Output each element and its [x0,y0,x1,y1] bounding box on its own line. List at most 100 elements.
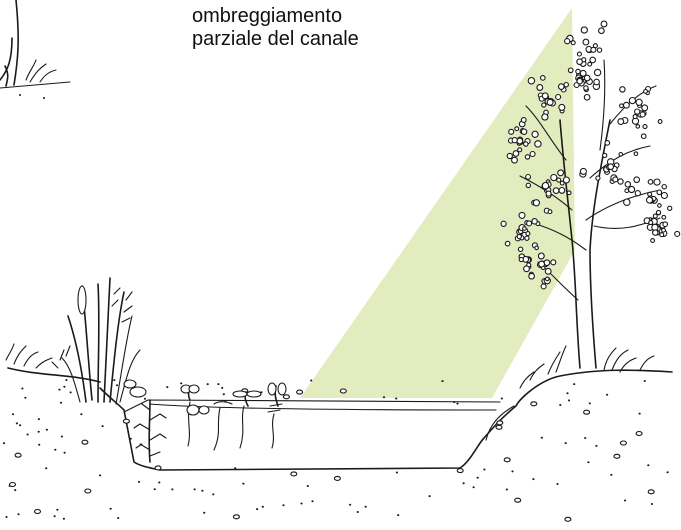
foliage-leaf [525,236,529,240]
foliage-leaf [594,69,600,75]
foliage-leaf [591,47,596,52]
foliage-leaf [629,186,635,192]
foliage-leaf [537,85,543,91]
soil-pebble [54,515,56,517]
foliage-leaf [625,189,629,193]
foliage-leaf [647,197,653,203]
soil-pebble [65,379,67,381]
foliage-leaf [535,141,541,147]
soil-pebble [483,469,485,471]
soil-pebble [38,418,40,420]
soil-pebble [429,495,431,497]
soil-pebble [144,398,146,400]
soil-pebble [60,402,62,404]
foliage-leaf [635,109,640,114]
soil-pebble [61,436,63,438]
foliage-leaf [594,79,600,85]
grass-right [520,346,654,388]
foliage-leaf [505,241,510,246]
soil-pebble [80,413,82,415]
soil-pebble [17,513,19,515]
soil-pebble [99,474,101,476]
foliage-leaf [629,98,635,104]
foliage-leaf [668,206,672,210]
foliage-leaf [521,118,526,123]
soil-pebble [166,386,168,388]
foliage-leaf [532,219,537,224]
floating-plants [181,383,286,450]
foliage-leaf [553,188,559,194]
foliage-leaf [556,95,561,100]
foliage-leaf [527,221,532,226]
soil-pebble [504,458,510,462]
soil-pebble [639,413,641,415]
soil-pebble [38,431,40,433]
soil-pebble [5,516,7,518]
foliage-leaf [633,115,637,119]
foliage-leaf [530,152,535,157]
soil-pebble [456,403,458,405]
soil-pebble [532,478,534,480]
soil-pebble [130,438,132,440]
shading-caption: ombreggiamento parziale del canale [192,5,359,51]
foliage-leaf [532,131,538,137]
foliage-leaf [568,68,573,73]
soil-pebble [340,389,346,393]
soil-pebble [559,404,561,406]
soil-pebble [297,390,303,394]
soil-pebble [311,500,313,502]
foliage-leaf [605,141,610,146]
soil-pebble [207,383,209,385]
foliage-leaf [597,48,601,52]
foliage-leaf [567,191,571,195]
soil-pebble [12,413,14,415]
foliage-leaf [636,125,640,129]
soil-pebble [234,467,236,469]
soil-pebble [117,517,119,519]
soil-pebble [506,489,508,491]
foliage-leaf [546,277,550,281]
foliage-leaf [535,246,539,250]
soil-pebble [477,477,479,479]
soil-pebble [565,442,567,444]
soil-pebble [58,389,60,391]
soil-pebble [620,441,626,445]
soil-pebble [256,508,258,510]
soil-pebble [383,396,385,398]
soil-pebble [584,437,586,439]
soil-pebble [10,483,16,487]
soil-pebble [283,395,289,399]
foliage-leaf [509,129,514,134]
reeds-left [6,278,146,404]
foliage-leaf [608,164,614,170]
soil-pebble [636,432,642,436]
foliage-leaf [533,200,539,206]
foliage-leaf [640,112,645,117]
submerged-plant [134,400,166,462]
soil-pebble [568,399,570,401]
soil-pebble [203,512,205,514]
foliage-leaf [542,114,548,120]
soil-pebble [15,453,21,457]
foliage-leaf [559,104,565,110]
soil-pebble [357,511,359,513]
soil-pebble [349,504,351,506]
soil-pebble [648,490,654,494]
foliage-leaf [551,260,556,265]
foliage-leaf [560,181,564,185]
soil-pebble [27,434,29,436]
soil-pebble [397,514,399,516]
foliage-leaf [625,182,630,187]
foliage-leaf [636,99,642,105]
soil-pebble [531,402,537,406]
foliage-leaf [584,95,590,101]
foliage-leaf [512,157,518,163]
foliage-leaf [642,105,648,111]
foliage-leaf [634,152,638,156]
soil-pebble [334,476,340,480]
soil-pebble [116,384,118,386]
foliage-leaf [565,39,570,44]
soil-pebble [217,383,219,385]
foliage-leaf [584,75,590,81]
foliage-leaf [644,90,648,94]
